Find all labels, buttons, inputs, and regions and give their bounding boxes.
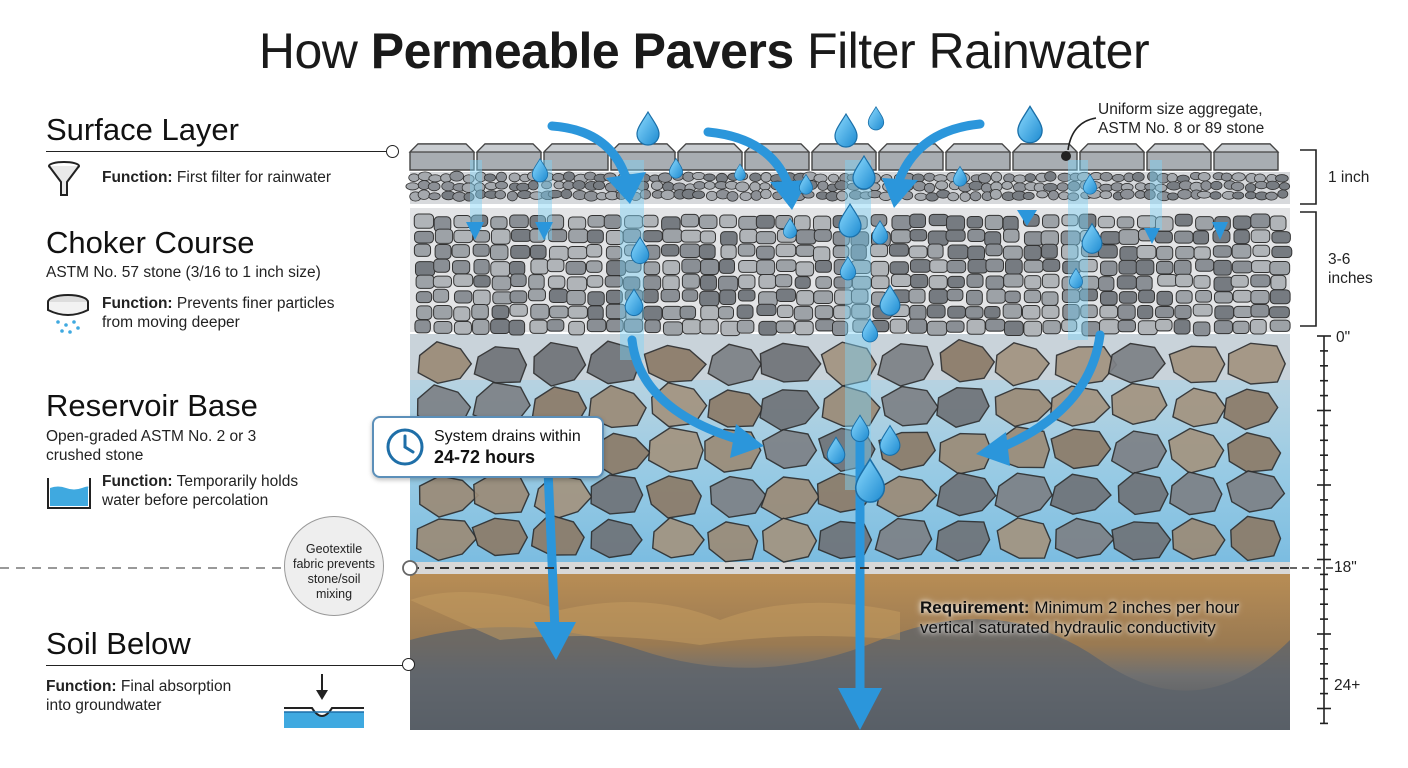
- choker-course-subtitle: ASTM No. 57 stone (3/16 to 1 inch size): [46, 264, 321, 281]
- water-droplet: [826, 436, 846, 465]
- reservoir-base-title: Reservoir Base: [46, 388, 258, 423]
- surface-depth-label: 1 inch: [1328, 169, 1370, 186]
- water-tank-icon: [46, 476, 92, 515]
- water-droplet: [624, 288, 644, 317]
- water-droplet: [636, 110, 660, 146]
- drain-time-callout: System drains within 24-72 hours: [372, 416, 604, 478]
- aggregate-pointer-dot: [1061, 151, 1071, 161]
- water-droplet: [1083, 173, 1097, 195]
- paver-block: [1212, 143, 1280, 171]
- water-droplet: [630, 236, 650, 265]
- drain-time-line1: System drains within: [434, 428, 581, 445]
- ruler-mid-label: 18": [1334, 559, 1357, 576]
- paver-block: [1078, 143, 1146, 171]
- soil-leader-line: [46, 665, 404, 666]
- fine-aggregate: [405, 170, 1291, 202]
- paver-block: [1011, 143, 1079, 171]
- paver-blocks: [408, 143, 1280, 171]
- page-title: How Permeable Pavers Filter Rainwater: [258, 23, 1150, 79]
- groundwater-icon: [282, 672, 366, 735]
- water-droplet: [953, 165, 967, 187]
- ruler-top-label: 0": [1336, 329, 1351, 346]
- water-droplet: [852, 154, 876, 190]
- paver-block: [542, 143, 610, 171]
- water-droplet: [799, 173, 813, 195]
- water-droplet: [854, 457, 886, 503]
- water-streaks: [470, 160, 1162, 490]
- paver-block: [475, 143, 543, 171]
- water-droplet: [850, 414, 870, 443]
- water-droplet: [879, 424, 901, 456]
- water-droplet: [1069, 267, 1083, 289]
- water-droplet: [871, 219, 889, 245]
- soil-leader-dot: [402, 658, 415, 671]
- water-droplet: [531, 157, 549, 183]
- surface-leader-line: [46, 151, 386, 152]
- paver-block: [676, 143, 744, 171]
- paver-block: [810, 143, 878, 171]
- surface-layer-title: Surface Layer: [46, 112, 239, 147]
- surface-leader-dot: [386, 145, 399, 158]
- sieve-icon: [44, 292, 92, 343]
- water-droplet: [1081, 222, 1103, 254]
- ruler-bottom-label: 24+: [1334, 677, 1361, 694]
- surface-function: Function: First filter for rainwater: [102, 169, 332, 186]
- flow-arrowheads: [534, 172, 1010, 730]
- water-droplets: [531, 105, 1103, 503]
- water-droplet: [839, 255, 857, 281]
- geotextile-dot: [402, 560, 418, 576]
- soil-below-title: Soil Below: [46, 626, 191, 661]
- water-droplet: [669, 157, 683, 179]
- paver-block: [408, 143, 476, 171]
- drain-time-line2: 24-72 hours: [434, 447, 536, 467]
- water-droplet: [783, 217, 797, 239]
- water-droplet: [734, 163, 746, 181]
- depth-ruler: [1317, 335, 1331, 725]
- depth-brackets: [1300, 149, 1317, 327]
- water-droplet: [1017, 105, 1043, 144]
- water-droplet: [879, 284, 901, 316]
- clock-icon: [386, 428, 424, 466]
- paver-block: [1145, 143, 1213, 171]
- aggregate-callout: Uniform size aggregate,ASTM No. 8 or 89 …: [1098, 101, 1265, 137]
- choker-course-title: Choker Course: [46, 225, 255, 260]
- callout-leaders: [1067, 117, 1097, 151]
- funnel-icon: [46, 160, 82, 203]
- water-droplet: [838, 202, 862, 238]
- water-droplet: [834, 112, 858, 148]
- paver-block: [609, 143, 677, 171]
- small-arrows: [466, 210, 1228, 244]
- paver-block: [944, 143, 1012, 171]
- water-droplet: [867, 105, 885, 131]
- water-droplet: [861, 317, 879, 343]
